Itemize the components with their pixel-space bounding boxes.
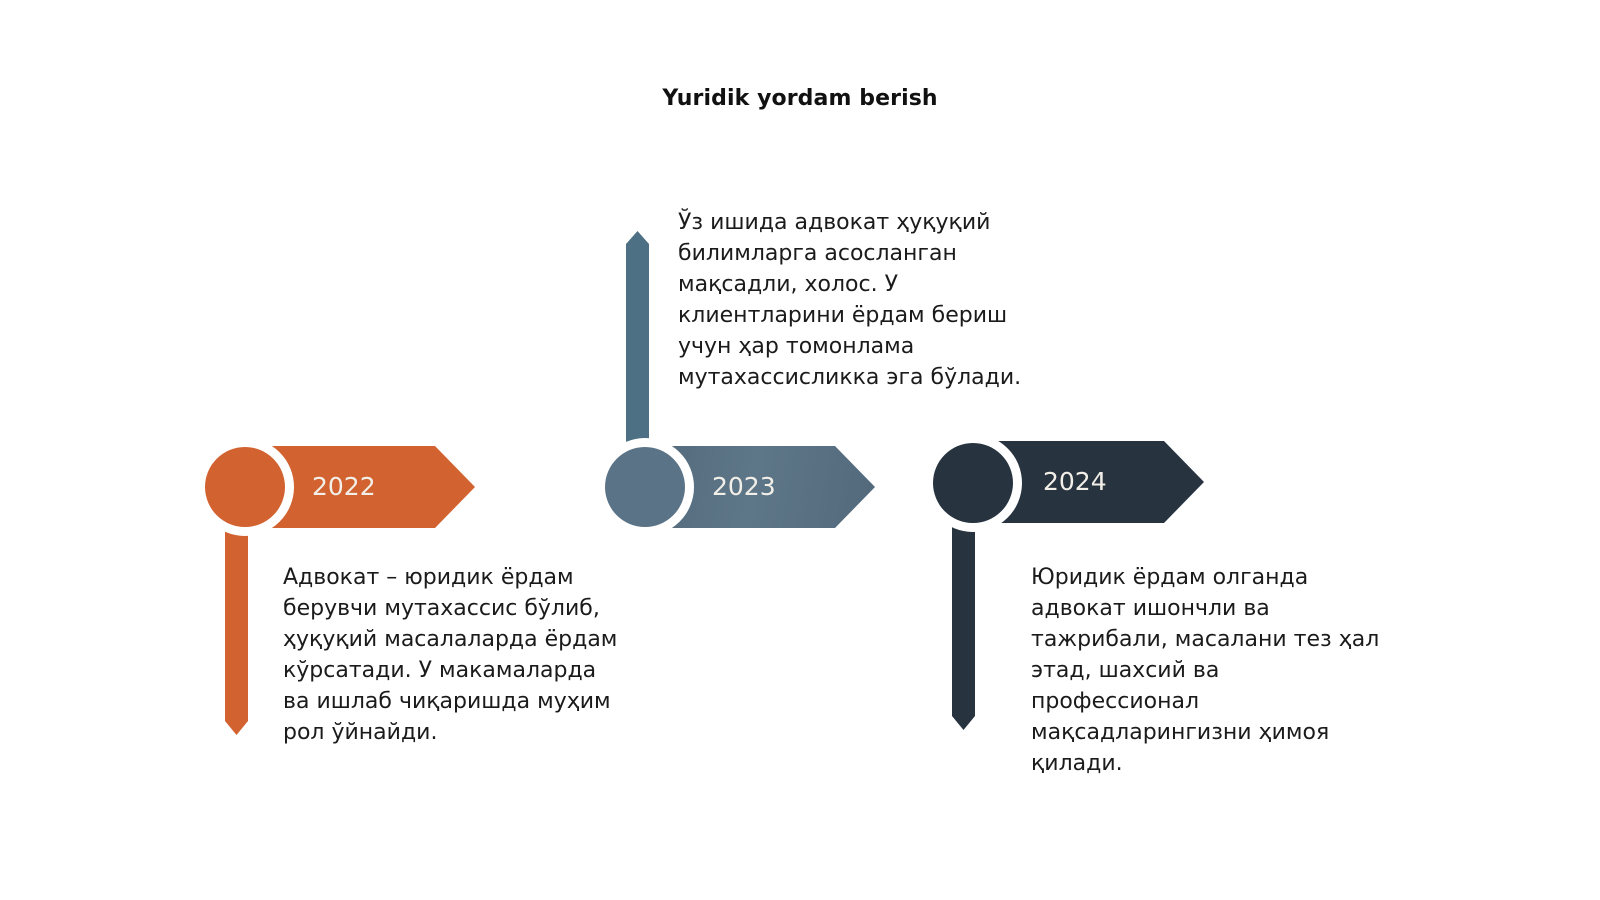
node-circle-2024[interactable]: [933, 443, 1013, 523]
stem-2022-shape: [225, 495, 248, 735]
stem-2024: [952, 492, 975, 730]
node-circle-2022[interactable]: [205, 447, 285, 527]
year-label-2022: 2022: [312, 472, 376, 501]
description-2023: Ўз ишида адвокат ҳуқуқий билимларга асос…: [678, 210, 1022, 390]
year-label-2023: 2023: [712, 472, 776, 501]
stem-2022: [225, 495, 248, 735]
description-2024: Юридик ёрдам олганда адвокат ишончли ва …: [1031, 565, 1380, 776]
stem-2024-shape: [952, 492, 975, 730]
node-circle-2023[interactable]: [605, 447, 685, 527]
description-2022: Адвокат – юридик ёрдам берувчи мутахасси…: [283, 565, 618, 745]
stem-2023: [626, 231, 649, 467]
year-label-2024: 2024: [1043, 467, 1107, 496]
page-title: Yuridik yordam berish: [662, 86, 938, 111]
stem-2023-shape: [626, 231, 649, 467]
